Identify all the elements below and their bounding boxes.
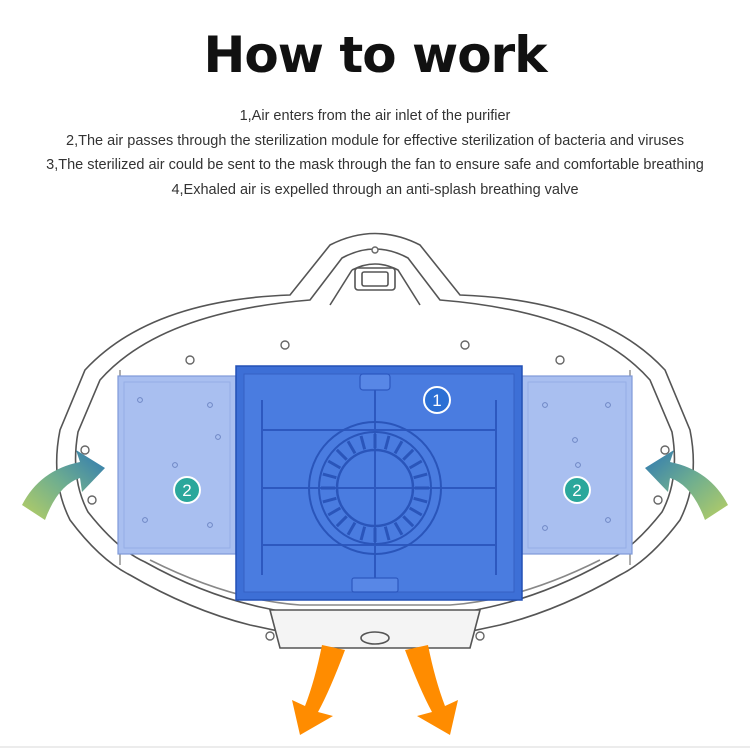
left-sterilization-module xyxy=(117,375,237,555)
fan-blade xyxy=(393,521,404,536)
fan-blade xyxy=(322,472,337,480)
mask-diagram: 1 2 2 xyxy=(0,232,750,748)
svg-text:2: 2 xyxy=(572,481,581,500)
steps-list: 1,Air enters from the air inlet of the p… xyxy=(0,104,750,202)
fan-blade xyxy=(383,526,391,541)
fan-blade xyxy=(402,448,415,461)
right-sterilization-module xyxy=(521,375,633,555)
fan-blade xyxy=(393,440,404,455)
step-1: 1,Air enters from the air inlet of the p… xyxy=(239,108,511,124)
svg-text:2: 2 xyxy=(182,481,191,500)
fan-module xyxy=(235,365,523,601)
fan-blade xyxy=(327,459,342,470)
fan-blade xyxy=(413,472,428,480)
screw-holes xyxy=(80,246,670,641)
svg-text:1: 1 xyxy=(432,391,441,410)
intake-arrow-left xyxy=(22,450,105,520)
marker-fan: 1 xyxy=(423,386,451,414)
fan-wheel xyxy=(308,421,442,555)
fan-blade xyxy=(408,506,423,517)
fan-blade xyxy=(383,435,391,450)
step-4: 4,Exhaled air is expelled through an ant… xyxy=(171,181,579,198)
fan-blade xyxy=(402,515,415,528)
marker-left-sterilization: 2 xyxy=(173,476,201,504)
fan-blade xyxy=(322,496,337,504)
page-title: How to work xyxy=(203,26,548,84)
fan-blade xyxy=(408,459,423,470)
fan-blade xyxy=(335,515,348,528)
step-2: 2,The air passes through the sterilizati… xyxy=(66,132,684,149)
marker-right-sterilization: 2 xyxy=(563,476,591,504)
fan-blade xyxy=(335,448,348,461)
fan-blade xyxy=(359,435,367,450)
fan-blade xyxy=(327,506,342,517)
exhaust-arrow-left xyxy=(292,645,345,735)
fan-blade xyxy=(359,526,367,541)
exhaust-arrow-right xyxy=(405,645,458,735)
fan-blade xyxy=(346,521,357,536)
step-3: 3,The sterilized air could be sent to th… xyxy=(46,157,704,173)
fan-blade xyxy=(413,496,428,504)
fan-blade xyxy=(346,440,357,455)
intake-arrow-right xyxy=(645,450,728,520)
